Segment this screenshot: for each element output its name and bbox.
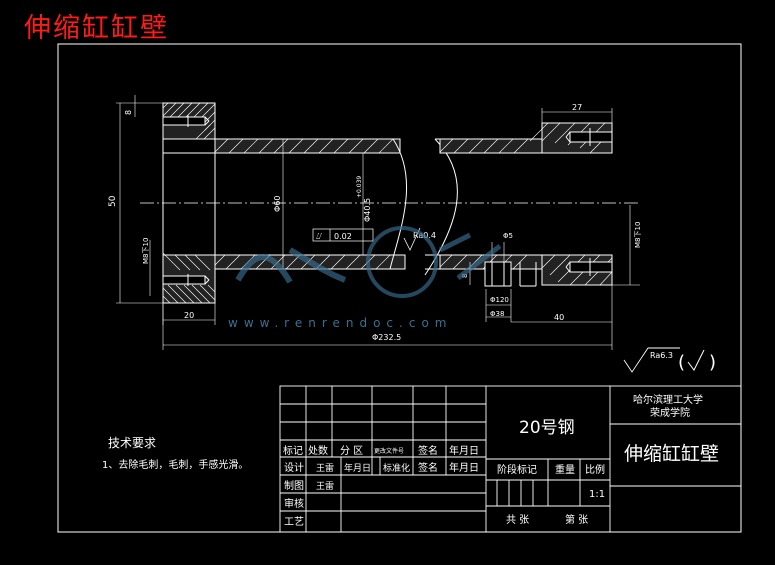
right-section <box>425 122 613 287</box>
ratio-label: 比例 <box>585 463 605 476</box>
dim-5: Φ5 <box>503 232 513 240</box>
drafting-name: 王雷 <box>316 481 334 492</box>
header-count: 处数 <box>308 444 328 457</box>
header-date: 年月日 <box>449 444 479 457</box>
dim-20: 20 <box>184 311 194 320</box>
break-line-left <box>389 138 407 270</box>
scale-value: 1:1 <box>589 489 605 500</box>
roughness-global: Ra6.3 <box>650 351 673 360</box>
weight-label: 重量 <box>555 463 575 476</box>
title-block-grid <box>279 385 742 533</box>
tolerance-symbol: ⌰ <box>316 232 322 242</box>
design-label: 设计 <box>284 461 304 474</box>
header-change-doc: 更改文件号 <box>374 447 404 455</box>
watermark-logo <box>235 226 502 298</box>
college-name: 荣成学院 <box>650 406 690 419</box>
dim-232: Φ232.5 <box>372 333 401 342</box>
material-label: 20号钢 <box>519 418 575 438</box>
dim-40: Φ40.5 <box>363 198 372 222</box>
header-zone: 分 区 <box>340 445 363 457</box>
header-sign: 签名 <box>418 444 438 457</box>
tolerance-frame <box>312 228 374 242</box>
standard-sign: 签名 <box>418 461 438 474</box>
watermark-url: www.renrendoc.com <box>228 316 453 330</box>
tolerance-value: 0.02 <box>334 232 352 241</box>
total-sheets: 共 张 <box>506 514 529 526</box>
dim-27: 27 <box>572 103 582 112</box>
drawing-title: 伸缩缸缸壁 <box>24 13 169 44</box>
dim-8-top-left: 8 <box>124 110 133 115</box>
drafting-label: 制图 <box>284 479 304 492</box>
standard-label: 标准化 <box>383 462 410 474</box>
roughness-mark <box>403 227 421 251</box>
tech-requirements-title: 技术要求 <box>108 436 157 450</box>
stage-label: 阶段标记 <box>497 463 537 476</box>
review-label: 审核 <box>284 497 304 510</box>
dim-60: Φ60 <box>273 196 282 212</box>
design-name: 王雷 <box>316 463 334 474</box>
dim-40-bottom: 40 <box>554 313 564 322</box>
tech-requirement-item: 1、去除毛刺，毛刺，手感光滑。 <box>102 460 249 471</box>
part-name: 伸缩缸缸壁 <box>624 443 719 465</box>
header-mark: 标记 <box>283 445 303 457</box>
left-flange <box>162 102 406 304</box>
roughness-paren-right: ) <box>709 352 716 373</box>
standard-date: 年月日 <box>449 461 479 474</box>
global-roughness-mark <box>623 347 680 373</box>
dim-40-sup: +0.039 <box>356 176 363 198</box>
dim-m8-left: M8下10 <box>142 238 150 264</box>
design-date-label: 年月日 <box>344 462 371 474</box>
process-label: 工艺 <box>284 516 304 528</box>
dim-m8-right: M8下10 <box>634 222 642 248</box>
roughness-paren-left: ( <box>678 352 685 373</box>
university-name: 哈尔滨理工大学 <box>633 393 703 406</box>
dim-38: Φ38 <box>490 310 504 318</box>
dim-120: Φ120 <box>490 296 509 304</box>
roughness-paren-mark <box>687 349 705 371</box>
dimension-lines <box>116 95 640 350</box>
dim-50: 50 <box>108 195 118 207</box>
sheet-number: 第 张 <box>565 513 588 526</box>
